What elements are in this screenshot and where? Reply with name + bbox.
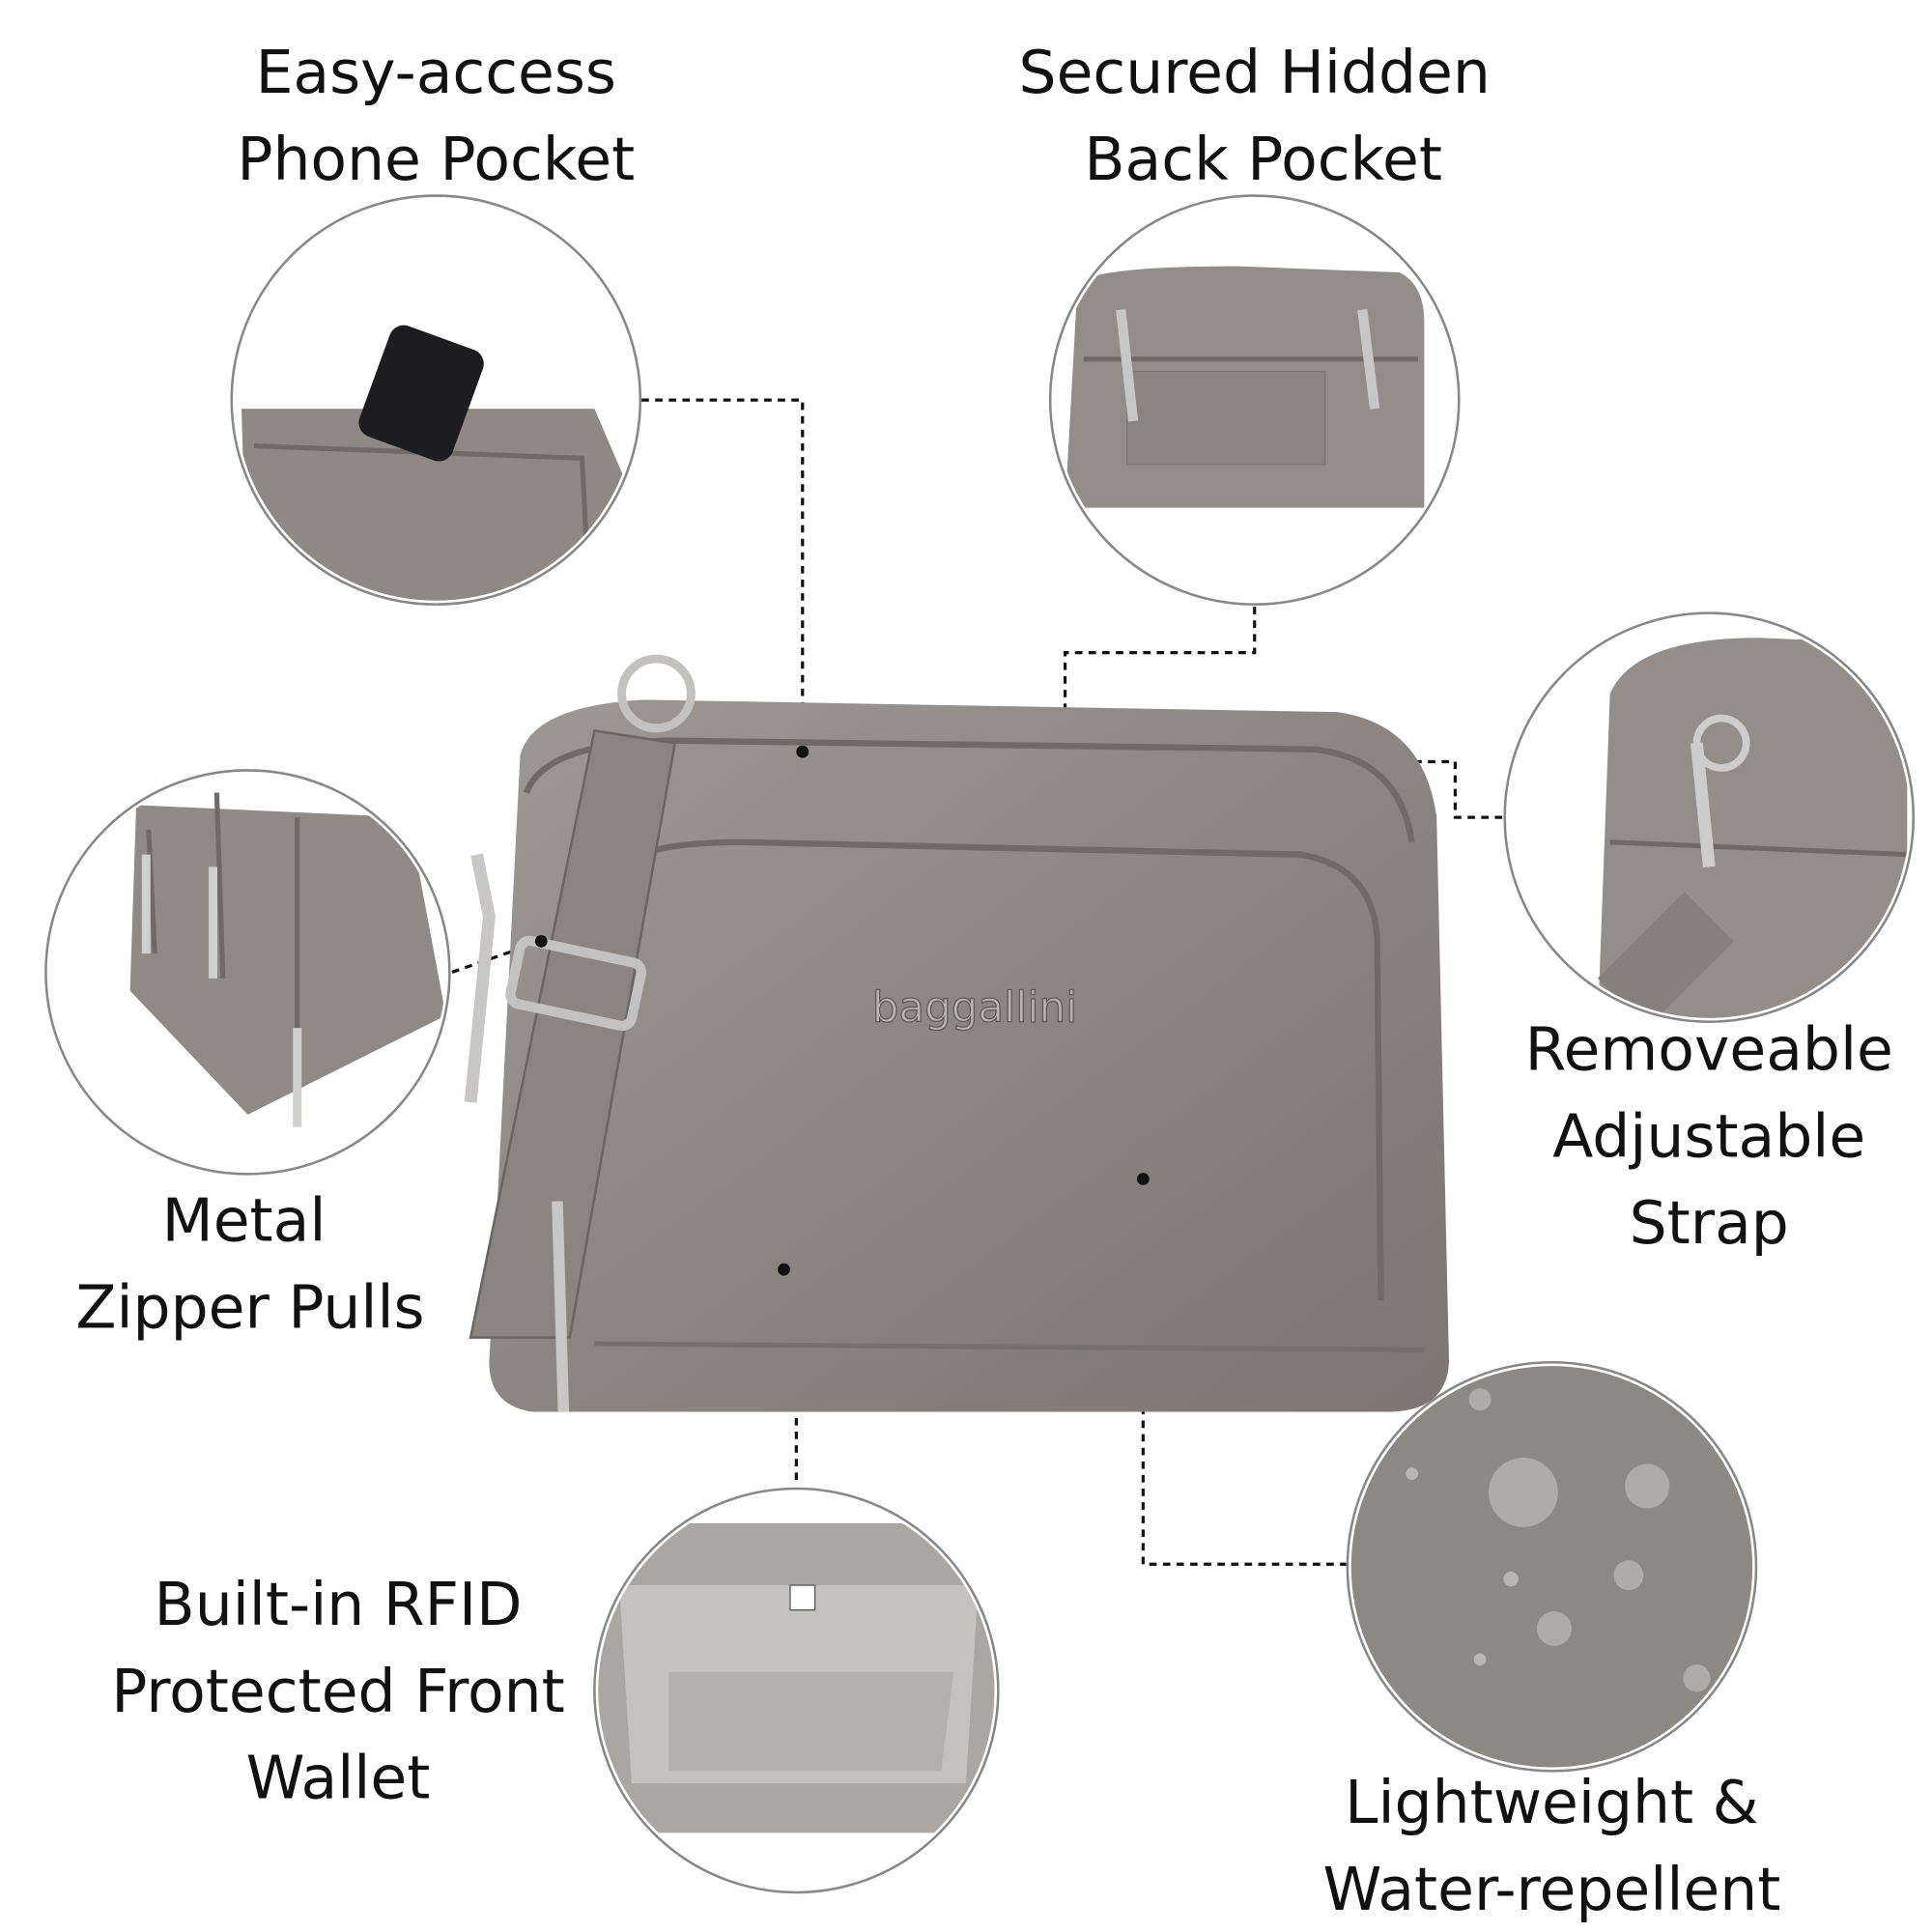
connector-water xyxy=(1141,1179,1348,1566)
detail-phone-pocket xyxy=(230,194,642,606)
main-bag-image: baggallini xyxy=(464,654,1449,1412)
connector-phone-pocket xyxy=(641,398,805,753)
detail-rfid-wallet xyxy=(593,1487,1000,1894)
label-line: Zipper Pulls xyxy=(75,1272,424,1342)
label-back-pocket: Secured Hidden Back Pocket xyxy=(1019,38,1491,194)
label-line: Secured Hidden xyxy=(1019,38,1491,107)
label-line: Water-repellent xyxy=(1322,1855,1780,1924)
detail-strap xyxy=(1503,611,1916,1023)
label-line: Lightweight & xyxy=(1345,1768,1758,1837)
detail-back-pocket xyxy=(1048,194,1461,606)
connector-zipper xyxy=(451,939,542,974)
detail-water-repellent xyxy=(1346,1360,1758,1773)
bag-logo: baggallini xyxy=(872,984,1077,1033)
label-strap: Removeable Adjustable Strap xyxy=(1525,1015,1893,1258)
label-rfid-wallet: Built-in RFID Protected Front Wallet xyxy=(111,1570,565,1812)
label-line: Wallet xyxy=(246,1744,431,1813)
label-line: Removeable xyxy=(1525,1015,1893,1085)
label-line: Back Pocket xyxy=(1084,125,1442,194)
connector-back-pocket xyxy=(1063,607,1257,719)
label-line: Strap xyxy=(1630,1188,1789,1258)
label-water-repellent: Lightweight & Water-repellent xyxy=(1322,1768,1780,1924)
label-line: Built-in RFID xyxy=(155,1570,523,1639)
label-line: Easy-access xyxy=(256,38,616,107)
label-line: Adjustable xyxy=(1552,1101,1865,1171)
label-line: Metal xyxy=(162,1186,327,1256)
label-zipper-pulls: Metal Zipper Pulls xyxy=(75,1186,424,1343)
label-phone-pocket: Easy-access Phone Pocket xyxy=(237,38,635,194)
detail-zipper-pulls xyxy=(44,769,451,1176)
label-line: Phone Pocket xyxy=(237,125,635,194)
label-line: Protected Front xyxy=(111,1657,565,1726)
